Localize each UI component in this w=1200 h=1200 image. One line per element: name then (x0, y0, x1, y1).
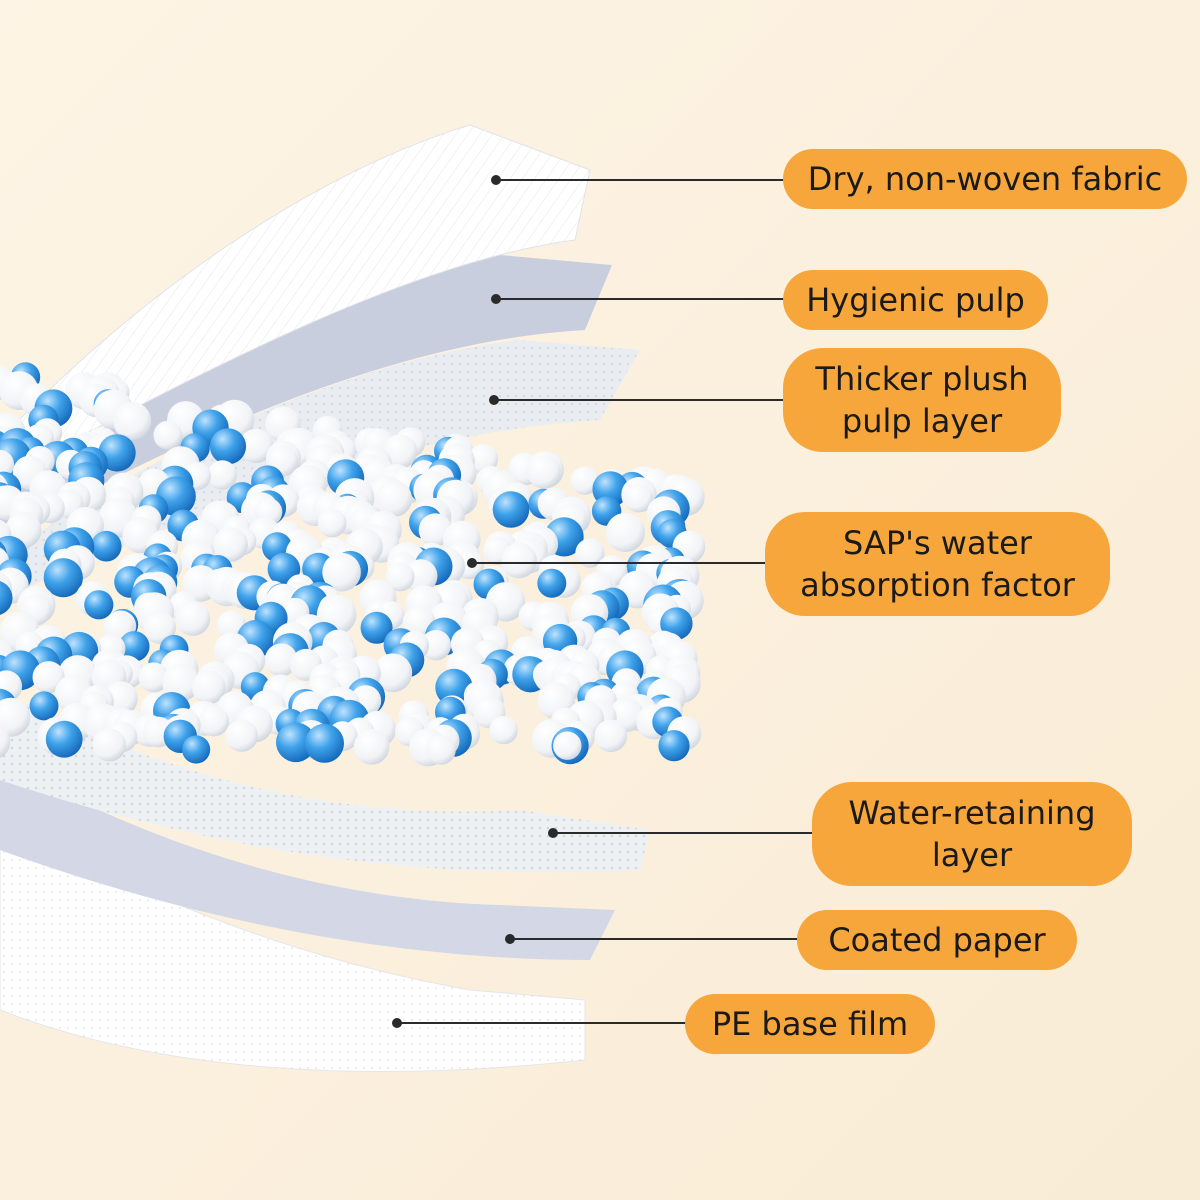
leader-dot-plush (489, 395, 499, 405)
sap-bead-blue (209, 428, 247, 465)
label-pe: PE base film (685, 994, 935, 1054)
leader-dots (392, 175, 558, 1028)
sap-bead-white (162, 663, 201, 702)
label-plush-line-1: Thicker plush (815, 360, 1029, 398)
coated-paper-layer (0, 760, 615, 960)
sap-bead-white (373, 653, 413, 693)
sap-bead-blue (360, 611, 393, 644)
sap-bead-white (143, 611, 176, 644)
leader-dot-coated (505, 934, 515, 944)
label-pe-text: PE base film (711, 1005, 909, 1043)
label-plush: Thicker plush pulp layer (783, 348, 1061, 452)
sap-bead-white (605, 512, 646, 553)
sap-bead-blue (118, 631, 150, 662)
label-nonwoven-text: Dry, non-woven fabric (807, 160, 1163, 198)
sap-bead-white (113, 402, 152, 441)
sap-bead-white (239, 428, 274, 463)
label-coated: Coated paper (797, 910, 1077, 970)
sap-bead-blue (91, 530, 122, 562)
non-woven-fabric-layer (0, 124, 591, 481)
sap-bead-white (264, 643, 298, 677)
label-hygienic: Hygienic pulp (783, 270, 1048, 330)
label-sap-line-2: absorption factor (800, 566, 1075, 604)
sap-bead-white (198, 706, 229, 737)
leader-dot-hygienic (491, 294, 501, 304)
sap-bead-white (191, 670, 226, 705)
label-plush-line-2: pulp layer (841, 402, 1003, 440)
sap-bead-blue (43, 558, 83, 598)
sap-bead-white (353, 729, 390, 765)
label-retaining-line-1: Water-retaining (848, 794, 1096, 832)
sap-bead-white (420, 630, 452, 661)
sap-bead-white (213, 527, 248, 562)
sap-bead-white (32, 661, 65, 694)
sap-bead-white (225, 719, 258, 752)
sap-bead-white (383, 434, 418, 469)
water-retaining-layer (0, 690, 650, 873)
sap-bead-blue (435, 668, 473, 707)
label-coated-text: Coated paper (828, 921, 1046, 959)
label-hygienic-text: Hygienic pulp (806, 281, 1025, 319)
sap-bead-blue (0, 581, 13, 615)
sap-bead-blue (658, 730, 690, 762)
sap-bead-white (553, 731, 582, 760)
sap-bead-blue (84, 590, 114, 620)
sap-bead-white (594, 719, 628, 753)
label-sap-line-1: SAP's water (843, 524, 1032, 562)
sap-bead-blue (537, 568, 567, 598)
sap-bead-white (153, 420, 183, 450)
sap-bead-white (575, 538, 605, 568)
leader-dot-pe (392, 1018, 402, 1028)
sap-bead-white (175, 601, 211, 636)
sap-bead-blue (492, 491, 530, 528)
sap-bead-white (489, 715, 518, 745)
sap-bead-white (0, 725, 11, 758)
sap-bead-white (0, 697, 31, 737)
sap-bead-blue (276, 722, 316, 763)
sap-bead-blue (45, 720, 83, 758)
sap-bead-blue (305, 723, 344, 763)
sap-bead-white (570, 466, 599, 495)
sap-bead-white (624, 483, 653, 513)
sap-bead-white (207, 460, 237, 490)
sap-bead-white (527, 455, 561, 489)
hygienic-pulp-layer (0, 255, 612, 540)
label-nonwoven: Dry, non-woven fabric (783, 149, 1187, 209)
leader-lines (397, 179, 815, 1024)
sap-bead-white (317, 508, 347, 538)
sap-bead-white (501, 542, 537, 579)
sap-bead-white (322, 552, 361, 592)
leader-dot-sap (467, 558, 477, 568)
label-sap: SAP's water absorption factor (765, 512, 1110, 616)
sap-bead-white (385, 562, 415, 592)
sap-bead-blue (29, 691, 59, 721)
sap-bead-white (92, 728, 127, 762)
sap-bead-white (426, 734, 456, 765)
leader-dot-retaining (548, 828, 558, 838)
label-retaining: Water-retaining layer (812, 782, 1132, 886)
label-retaining-line-2: layer (931, 836, 1013, 874)
leader-dot-nonwoven (491, 175, 501, 185)
sap-bead-white (375, 480, 413, 517)
sap-bead-blue (182, 735, 211, 764)
sap-bead-white (138, 662, 169, 693)
